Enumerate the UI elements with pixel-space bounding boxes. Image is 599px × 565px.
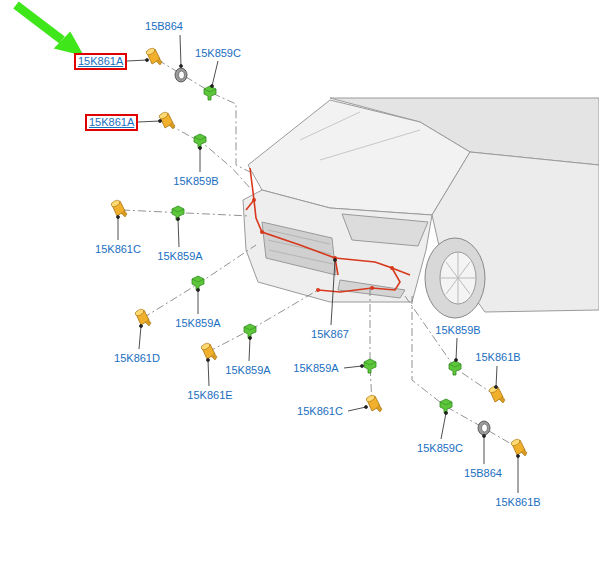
car-body [243,98,599,318]
sensor [134,308,151,326]
sensor-bracket [449,361,461,375]
sensor-bracket [364,359,376,373]
part-number: 15K861C [297,405,343,418]
part-number: 15K861D [114,352,160,365]
sensor-bracket [204,86,216,100]
part-number: 15K859B [435,324,480,337]
pointer-arrow [16,5,84,56]
part-number: 15K859A [225,364,270,377]
sensor [510,438,527,456]
part-number: 15B864 [145,20,183,33]
sensor [110,199,127,217]
sensor-bracket [194,134,206,148]
sensor-bracket [244,324,256,338]
part-number: 15K861E [187,389,232,402]
part-number: 15K859C [195,47,241,60]
sensor-ring [478,421,490,435]
part-number: 15K861C [95,243,141,256]
callout-box: 15K861A [85,114,138,131]
sensor [200,342,217,360]
part-number: 15K861A [78,55,123,68]
sensor-bracket [192,276,204,290]
part-number: 15K867 [311,328,349,341]
part-number: 15K859A [293,362,338,375]
wiring-harness [246,168,410,292]
callout-box: 15K861A [74,53,127,70]
part-number: 15K859A [175,317,220,330]
assembly-line [122,60,518,448]
part-number: 15K861A [89,116,134,129]
part-number: 15K859B [173,175,218,188]
sensor-ring [175,68,187,82]
sensor [365,394,382,412]
sensor [488,385,505,403]
part-number: 15K861B [475,351,520,364]
harness-connector [252,198,394,292]
leader-line [117,35,520,493]
sensor-bracket [172,206,184,220]
sensor-bracket [440,399,452,413]
sensor [158,111,175,129]
part-number: 15B864 [464,467,502,480]
part-number: 15K859C [417,442,463,455]
sensor [145,47,162,65]
part-number: 15K859A [157,250,202,263]
part-number: 15K861B [495,496,540,509]
parts [110,47,527,456]
